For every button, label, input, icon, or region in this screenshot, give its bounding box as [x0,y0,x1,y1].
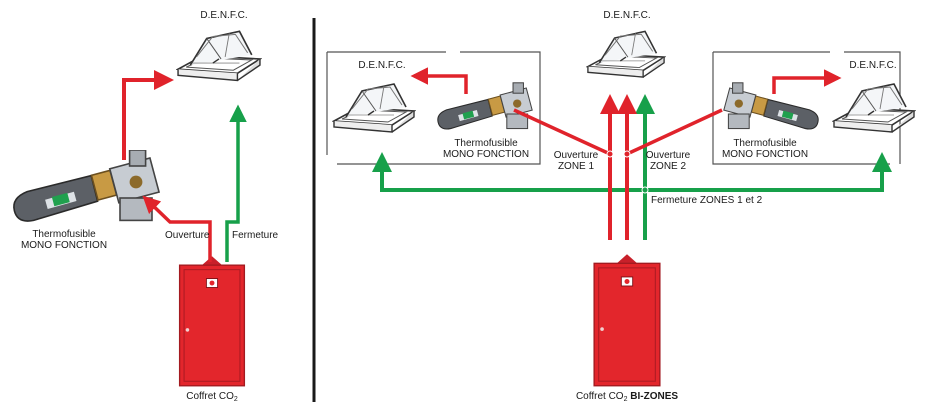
opening-line-left [142,195,212,262]
opening-line-zone1-branch [513,108,611,156]
zone2-vent-label: D.E.N.F.C. [849,60,897,71]
right-cabinet-label: Coffret CO2 BI-ZONES [575,391,679,403]
right-closing-label: Fermeture ZONES 1 et 2 [651,195,763,206]
co2-cabinet-icon [593,253,661,387]
co2-thermofusible-icon [438,83,532,129]
left-closing-label: Fermeture [232,230,279,241]
zone2-opening-label: Ouverture ZONE 2 [645,150,691,172]
co2-cabinet-icon [178,255,246,387]
closing-line-right-branch [372,152,892,192]
left-cabinet-label: Coffret CO2 [186,391,238,403]
skylight-vent-icon [833,83,915,133]
opening-line-zone1-to-vent [410,67,468,94]
opening-line-left-to-vent [122,70,174,160]
zone1-thermofusible-label: Thermofusible MONO FONCTION [442,138,530,160]
skylight-vent-icon [587,30,665,78]
left-opening-label: Ouverture [165,230,210,241]
co2-thermofusible-icon [14,150,159,221]
co2-thermofusible-icon [724,83,818,129]
skylight-vent-icon [177,30,261,82]
zone1-vent-label: D.E.N.F.C. [358,60,406,71]
closing-line-left [225,104,247,262]
left-thermofusible-label: Thermofusible MONO FONCTION [20,229,108,251]
opening-line-zone2-branch [626,108,723,156]
opening-line-zone2-to-vent [772,69,842,94]
zone2-thermofusible-label: Thermofusible MONO FONCTION [721,138,809,160]
skylight-vent-icon [333,83,415,133]
center-vent-label: D.E.N.F.C. [603,10,651,21]
zone1-opening-label: Ouverture ZONE 1 [553,150,599,172]
left-vent-label: D.E.N.F.C. [200,10,248,21]
